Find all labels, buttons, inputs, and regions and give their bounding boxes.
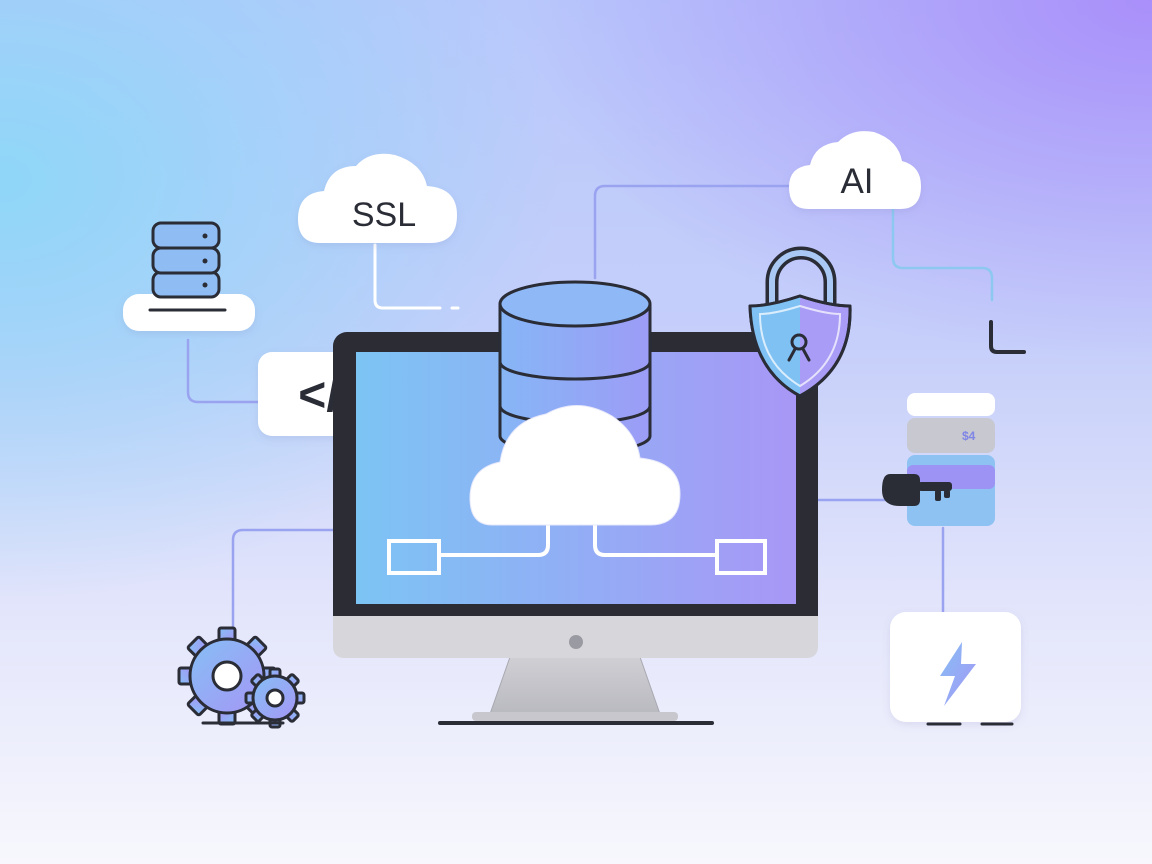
server-stack-icon: $4	[907, 393, 995, 526]
connector-center-to-ai	[593, 184, 792, 280]
ai-cloud-icon: AI	[789, 131, 921, 209]
connector-monitor-to-gear	[231, 528, 337, 630]
ssl-label: SSL	[352, 196, 416, 234]
connector-db-to-code	[186, 338, 264, 404]
corner-bracket-icon	[989, 320, 1026, 354]
ai-label: AI	[840, 162, 873, 201]
database-server-icon	[123, 221, 255, 331]
padlock-shield-icon	[748, 246, 852, 398]
cloud-network-icon	[387, 405, 767, 575]
server-badge-label: $4	[962, 429, 976, 443]
ssl-cloud-tail	[373, 243, 442, 310]
connector-lines	[186, 184, 994, 630]
connector-ai-down	[891, 206, 994, 302]
lightning-icon	[890, 612, 1021, 726]
ssl-cloud-icon: SSL	[298, 153, 457, 243]
small-gear	[244, 667, 306, 729]
key-icon	[882, 474, 952, 506]
gear-icon	[177, 626, 306, 729]
